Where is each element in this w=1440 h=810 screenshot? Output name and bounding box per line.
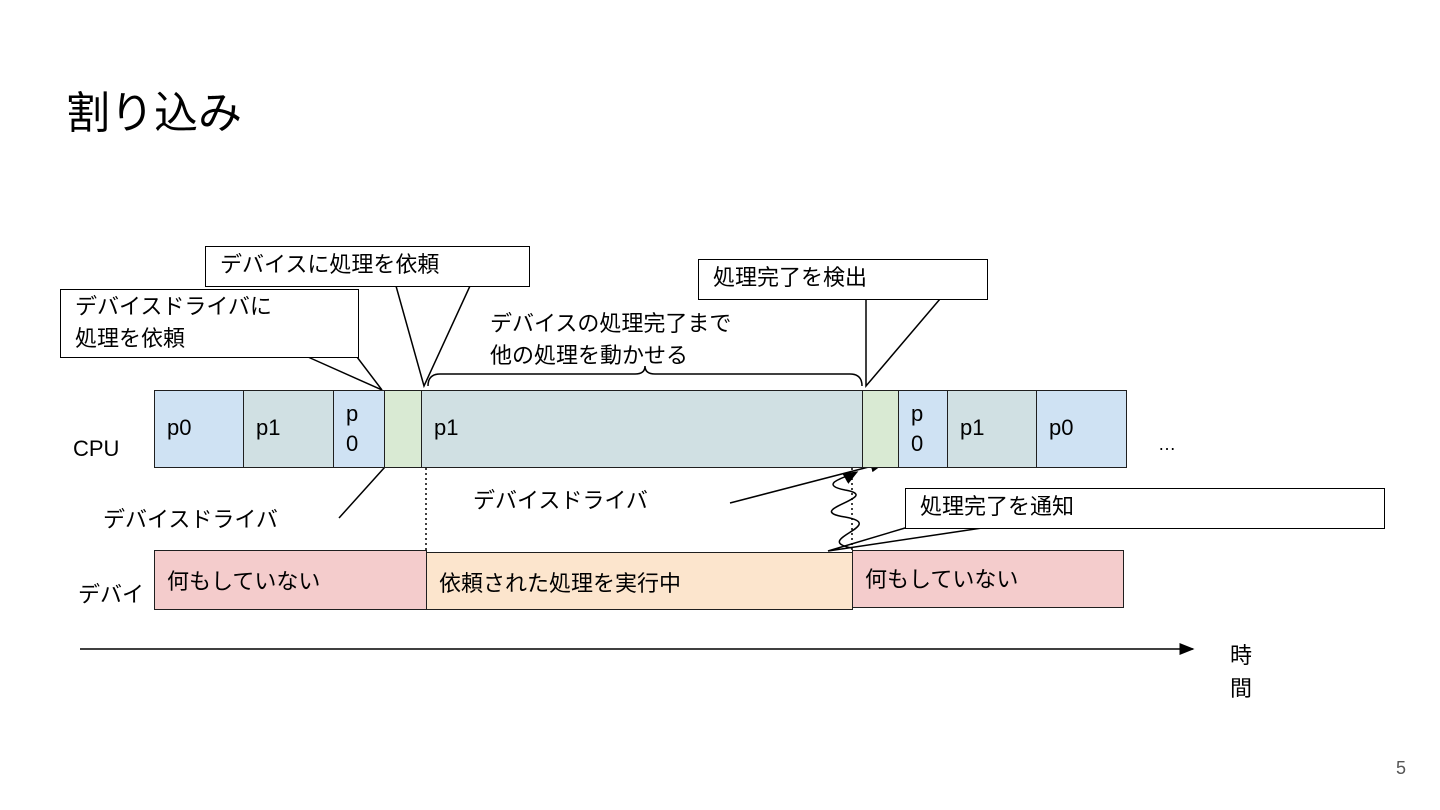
arrow-driver-mid — [729, 460, 886, 504]
driver-label-left: デバイスドライバ — [103, 508, 278, 533]
cpu-row-label: CPU — [73, 436, 120, 461]
device-segment-idle: 何もしていない — [852, 550, 1124, 608]
cpu-segment-p0: p0 — [333, 390, 385, 468]
cpu-segment-p1: p1 — [421, 390, 863, 468]
time-axis-label: 時 間 — [1230, 644, 1253, 702]
callout-tail-driver-request — [307, 356, 383, 391]
cpu-ellipsis: … — [1158, 434, 1176, 454]
callout-detect-done: 処理完了を検出 — [698, 259, 988, 300]
callout-device-request: デバイスに処理を依頼 — [205, 246, 530, 287]
brace — [427, 365, 863, 387]
cpu-segment-p0: p0 — [1036, 390, 1127, 468]
callout-driver-request: デバイスドライバに 処理を依頼 — [60, 289, 359, 358]
callout-notify-done: 処理完了を通知 — [905, 488, 1385, 529]
cpu-segment-driver — [862, 390, 899, 468]
interrupt-squiggle — [830, 471, 860, 549]
cpu-segment-p1: p1 — [243, 390, 334, 468]
slide-title: 割り込み — [66, 88, 242, 139]
cpu-segment-driver — [384, 390, 422, 468]
device-row-label: デバイ — [78, 583, 145, 608]
cpu-segment-p0: p0 — [898, 390, 948, 468]
callout-tail-device-request — [395, 285, 472, 389]
callout-tail-detect-done — [865, 298, 942, 389]
page-number: 5 — [1396, 758, 1407, 778]
device-segment-idle: 何もしていない — [154, 550, 427, 610]
driver-label-mid: デバイスドライバ — [473, 489, 648, 514]
cpu-segment-p1: p1 — [947, 390, 1037, 468]
brace-note: デバイスの処理完了まで 他の処理を動かせる — [490, 312, 732, 369]
device-segment-executing: 依頼された処理を実行中 — [426, 552, 853, 610]
cpu-segment-p0: p0 — [154, 390, 244, 468]
